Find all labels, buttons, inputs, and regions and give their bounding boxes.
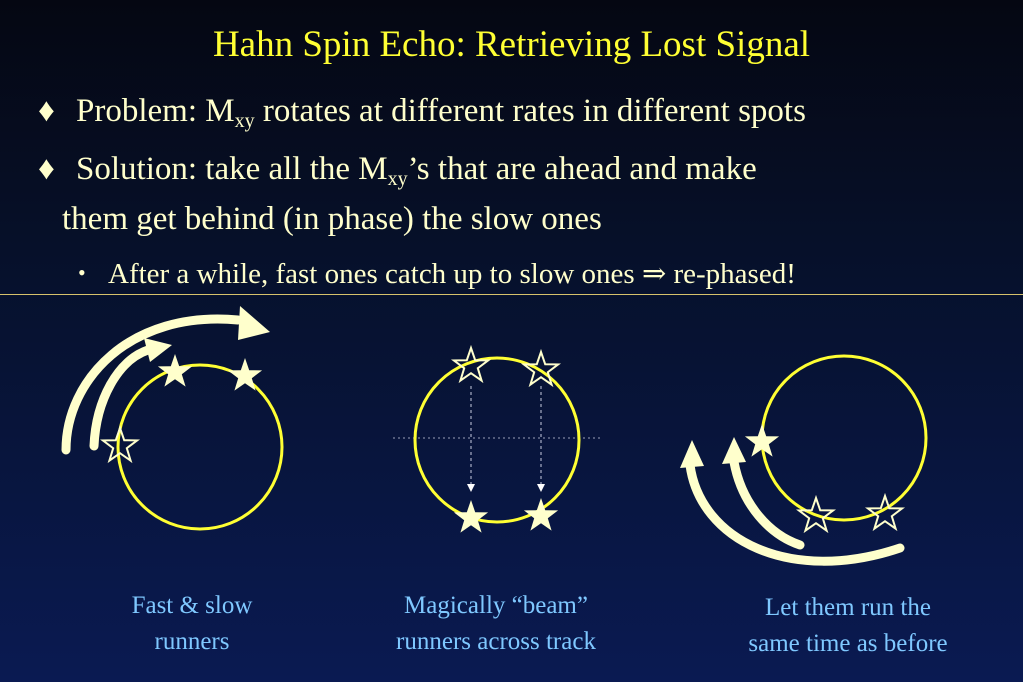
slide-title: Hahn Spin Echo: Retrieving Lost Signal [212,24,811,65]
star-beamed-runner-icon [453,500,489,533]
implies-arrow-icon: ⇒ [641,258,667,290]
star-fast-runner-icon [157,354,193,387]
bullet-problem-text-pre: Problem: M [76,93,235,129]
bullet-solution-subscript: xy [387,168,408,190]
diamond-bullet-icon: ♦ [38,93,55,129]
curved-arrow-inner [89,345,153,451]
track-circle [116,363,284,531]
curved-arrow-outer [685,460,905,566]
beam-arrow-head-icon [467,484,475,492]
bullet-solution-continuation: them get behind (in phase) the slow ones [62,201,602,237]
star-fast-runner-icon [227,358,263,391]
bullet-problem: ♦ Problem: Mxy rotates at different rates… [38,92,806,132]
divider-line [0,294,1023,295]
track-circle [413,356,581,524]
bullet-solution-text-pre: Solution: take all the M [76,151,388,187]
caption-fast-slow: Fast & slow runners [131,592,253,655]
subbullet-text-pre: After a while, fast ones catch up to slo… [108,258,642,290]
bullet-problem-subscript: xy [234,110,255,132]
star-ghost-icon [452,347,490,382]
beam-arrow-head-icon [537,484,545,492]
panel-fast-slow [61,306,284,531]
subbullet-text-post: re-phased! [666,258,796,290]
bullet-solution-text-post: ’s that are ahead and make [407,151,757,187]
bullet-problem-text-post: rotates at different rates in different … [254,93,806,129]
diamond-bullet-icon: ♦ [38,151,55,187]
curved-arrow-inner [729,457,805,550]
dot-bullet-icon: • [78,260,86,285]
arrow-head-icon [144,338,172,362]
caption-rephase: Let them run the same time as before [748,594,948,657]
track-circle [760,354,928,522]
caption-beam-across: Magically “beam” runners across track [396,592,596,655]
arrow-head-icon [680,440,704,468]
panel-rephase [680,354,928,566]
arrow-head-icon [238,306,270,340]
curved-arrow-outer [61,314,243,455]
arrow-head-icon [722,437,746,464]
panel-beam-across [393,347,603,533]
subbullet-rephased: • After a while, fast ones catch up to sl… [78,254,796,293]
bullet-solution: ♦ Solution: take all the Mxy’s that are a… [38,150,757,190]
